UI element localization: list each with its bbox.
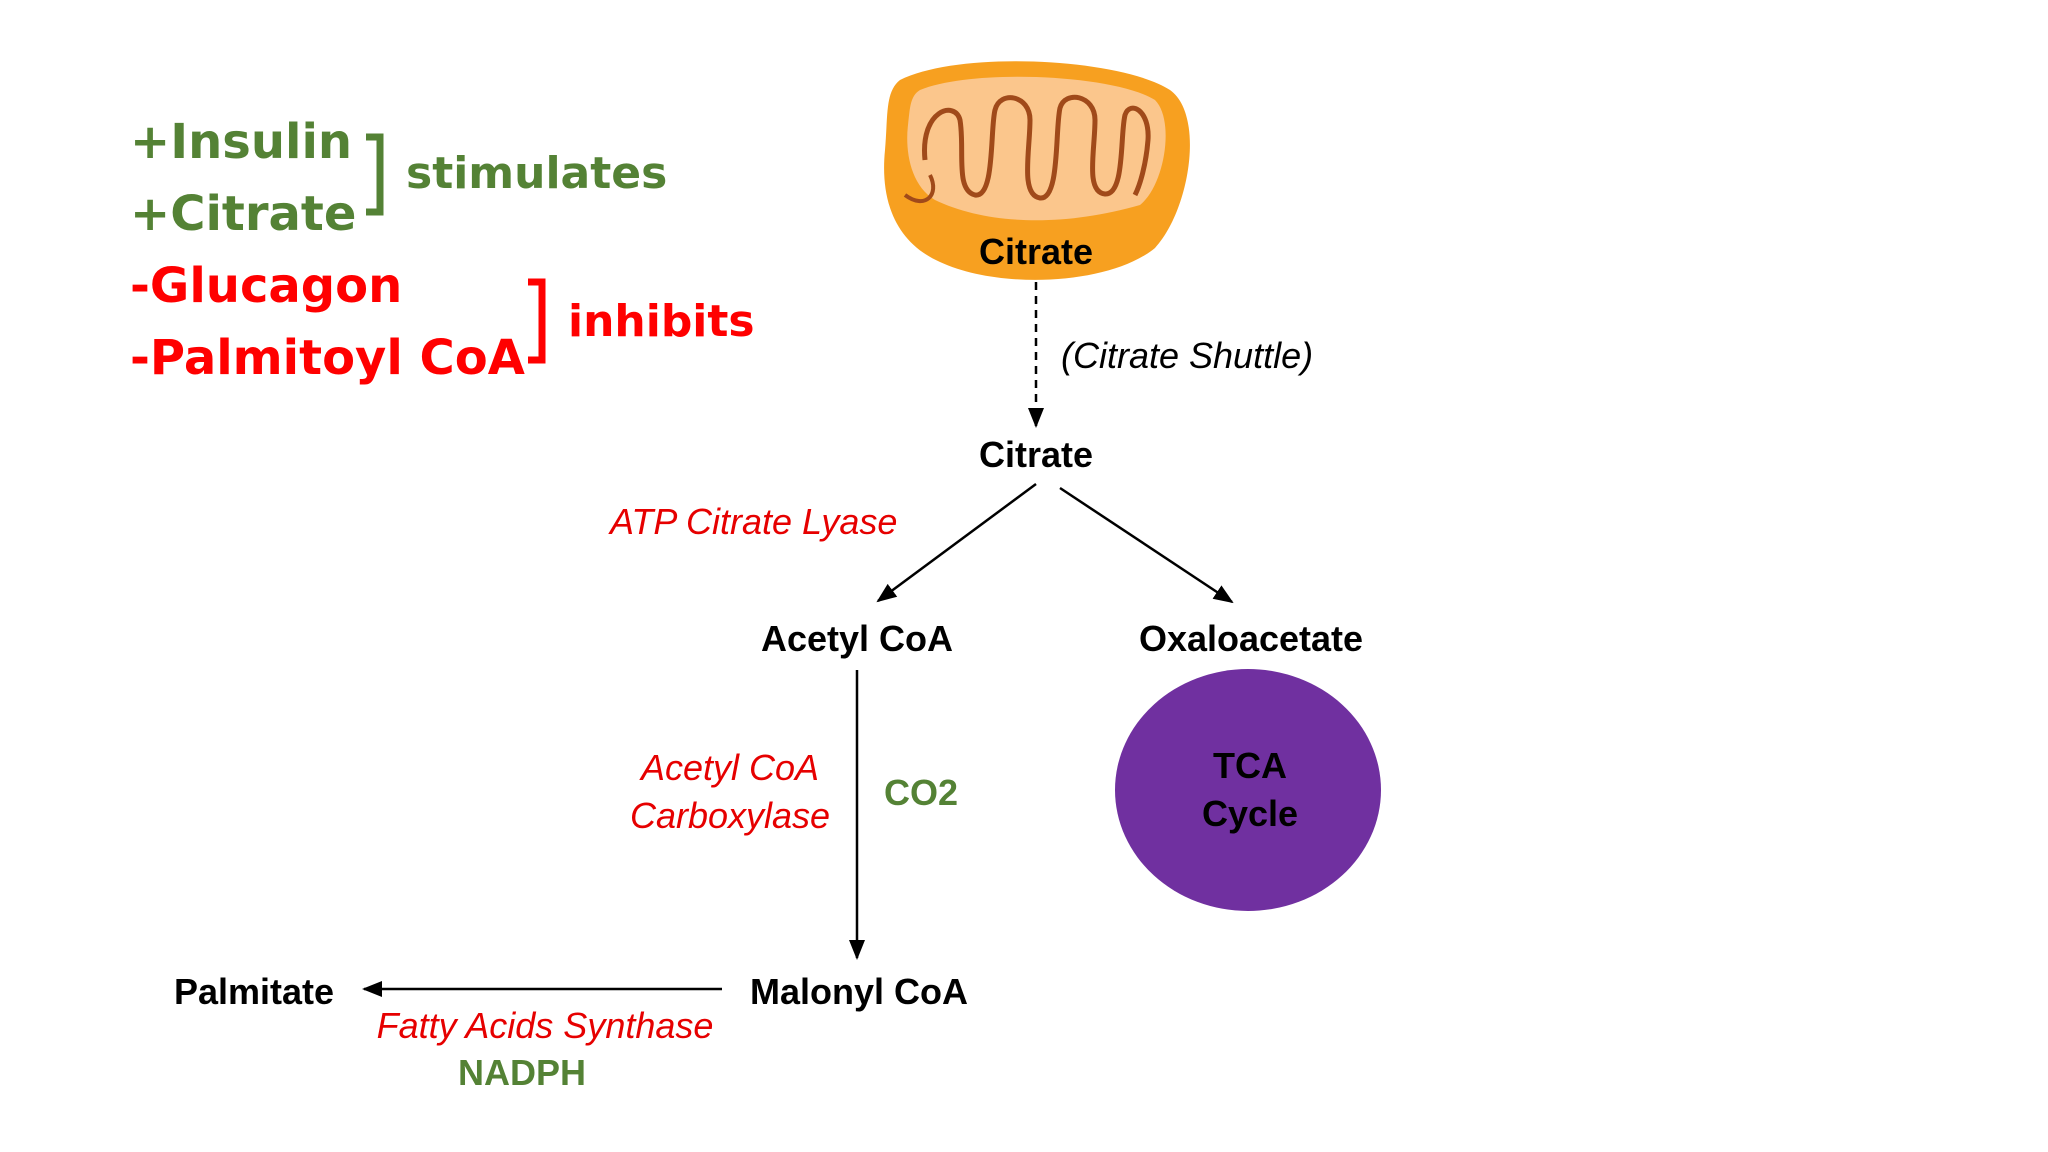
mito-citrate-label: Citrate <box>978 231 1094 272</box>
inhibits-label: inhibits <box>568 296 755 347</box>
inhibitor-glucagon: -Glucagon <box>130 258 403 314</box>
stimulates-label: stimulates <box>406 148 668 199</box>
malonyl-coa-label: Malonyl CoA <box>749 971 969 1012</box>
tca-cycle-circle <box>1115 669 1381 911</box>
tca-cycle-line-1: TCA <box>1213 745 1287 786</box>
mitochondrion-icon <box>884 61 1190 280</box>
co2-label: CO2 <box>884 772 959 813</box>
citrate-shuttle-label: (Citrate Shuttle) <box>1061 335 1314 376</box>
arrow-to-oxaloacetate <box>1059 486 1234 604</box>
oxaloacetate-label: Oxaloacetate <box>1138 618 1364 659</box>
stimulate-bracket <box>366 133 384 216</box>
inhibitor-palmitoyl-coa: -Palmitoyl CoA <box>130 330 525 386</box>
cytosol-citrate-label: Citrate <box>978 434 1094 475</box>
acetyl-coa-label: Acetyl CoA <box>760 618 954 659</box>
atp-citrate-lyase-label: ATP Citrate Lyase <box>610 501 898 542</box>
palmitate-label: Palmitate <box>174 971 335 1012</box>
arrow-to-acetyl-coa <box>876 482 1037 603</box>
fas-enzyme-label: Fatty Acids Synthase <box>376 1005 714 1046</box>
stimulator-citrate: +Citrate <box>130 186 357 242</box>
tca-cycle-line-2: Cycle <box>1201 793 1299 834</box>
acc-enzyme-line-1: Acetyl CoA <box>640 747 820 788</box>
inhibit-bracket <box>528 278 546 364</box>
acc-enzyme-line-2: Carboxylase <box>629 795 831 836</box>
nadph-label: NADPH <box>457 1052 587 1093</box>
stimulator-insulin: +Insulin <box>130 114 353 170</box>
